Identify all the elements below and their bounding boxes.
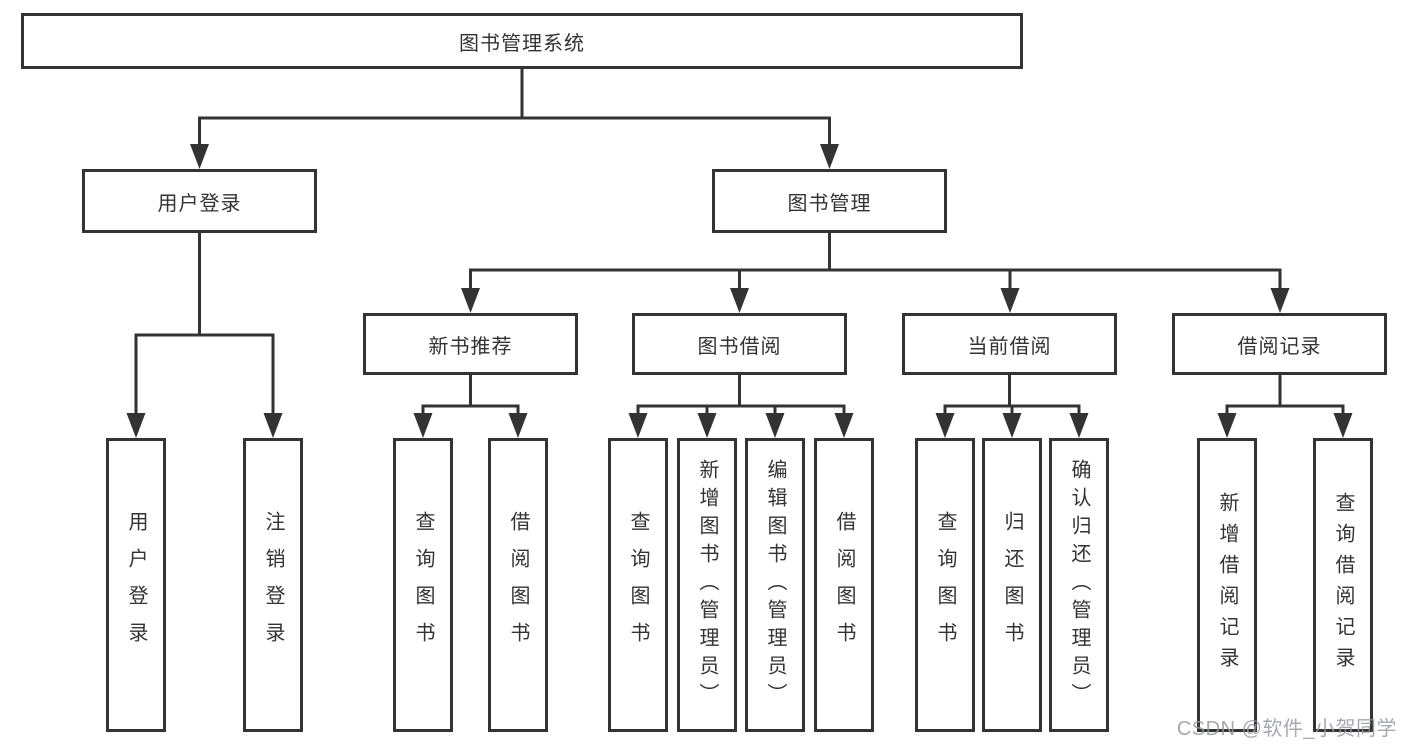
watermark: CSDN @软件_小贺同学 xyxy=(1177,712,1397,741)
node-label: 图书借阅 xyxy=(697,335,782,358)
node-records-query-record: 查询借阅记录 xyxy=(1313,438,1373,732)
node-borrow-borrow-book: 借阅图书 xyxy=(814,438,874,732)
node-label: 用户登录 xyxy=(157,192,242,215)
node-label: 查询借阅记录 xyxy=(1332,492,1354,678)
node-login-logout: 注销登录 xyxy=(243,438,303,732)
node-label: 借阅记录 xyxy=(1237,335,1322,358)
node-borrow-edit-book-admin: 编辑图书（管理员） xyxy=(745,438,805,732)
node-current-confirm-return-admin: 确认归还（管理员） xyxy=(1049,438,1109,732)
node-records-add-record: 新增借阅记录 xyxy=(1197,438,1257,732)
node-book-management: 图书管理 xyxy=(712,169,947,233)
watermark-text: CSDN @软件_小贺同学 xyxy=(1176,718,1397,740)
node-login-user: 用户登录 xyxy=(106,438,166,732)
node-label: 用户登录 xyxy=(125,511,147,659)
node-label: 查询图书 xyxy=(627,511,649,659)
node-borrow-records: 借阅记录 xyxy=(1172,313,1387,375)
node-label: 图书管理系统 xyxy=(459,32,585,55)
node-label: 新增图书（管理员） xyxy=(696,459,718,711)
node-recommend-borrow-book: 借阅图书 xyxy=(488,438,548,732)
node-new-book-recommend: 新书推荐 xyxy=(363,313,578,375)
node-user-login: 用户登录 xyxy=(82,169,317,233)
node-label: 新书推荐 xyxy=(428,335,513,358)
node-current-query-book: 查询图书 xyxy=(915,438,975,732)
node-borrow-query-book: 查询图书 xyxy=(608,438,668,732)
node-label: 图书管理 xyxy=(787,192,872,215)
node-label: 注销登录 xyxy=(262,511,284,659)
node-label: 查询图书 xyxy=(934,511,956,659)
node-root: 图书管理系统 xyxy=(21,13,1023,69)
node-label: 借阅图书 xyxy=(507,511,529,659)
node-borrow-add-book-admin: 新增图书（管理员） xyxy=(677,438,737,732)
node-label: 归还图书 xyxy=(1001,511,1023,659)
node-book-borrow: 图书借阅 xyxy=(632,313,847,375)
node-label: 编辑图书（管理员） xyxy=(764,459,786,711)
node-label: 借阅图书 xyxy=(833,511,855,659)
node-current-borrow: 当前借阅 xyxy=(902,313,1117,375)
node-label: 当前借阅 xyxy=(967,335,1052,358)
node-label: 确认归还（管理员） xyxy=(1068,459,1090,711)
node-label: 新增借阅记录 xyxy=(1216,492,1238,678)
arrowheads xyxy=(126,144,1353,438)
node-current-return-book: 归还图书 xyxy=(982,438,1042,732)
node-recommend-query-book: 查询图书 xyxy=(393,438,453,732)
node-label: 查询图书 xyxy=(412,511,434,659)
